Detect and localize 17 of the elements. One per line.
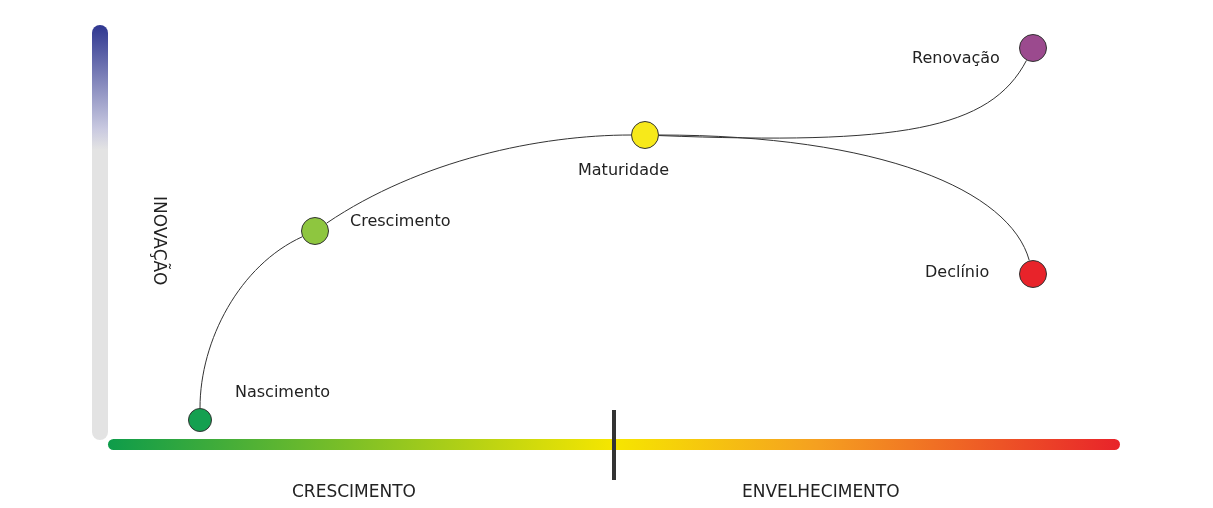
stage-label: Maturidade bbox=[578, 160, 669, 179]
curve-line bbox=[199, 236, 303, 409]
stage-circle bbox=[188, 408, 212, 432]
stage-circle bbox=[1019, 260, 1047, 288]
phase-label: CRESCIMENTO bbox=[292, 481, 416, 501]
stage-circle bbox=[631, 121, 659, 149]
curve-line bbox=[326, 134, 632, 224]
phase-label: ENVELHECIMENTO bbox=[742, 481, 900, 501]
stage-label: Nascimento bbox=[235, 382, 330, 401]
curve-line bbox=[658, 59, 1027, 139]
stage-circle bbox=[1019, 34, 1047, 62]
stage-label: Declínio bbox=[925, 262, 990, 281]
axis-title: INOVAÇÃO bbox=[150, 196, 170, 286]
stage-label: Crescimento bbox=[350, 211, 451, 230]
stage-label: Renovação bbox=[912, 48, 1000, 67]
curve-line bbox=[658, 134, 1030, 261]
stage-circle bbox=[301, 217, 329, 245]
